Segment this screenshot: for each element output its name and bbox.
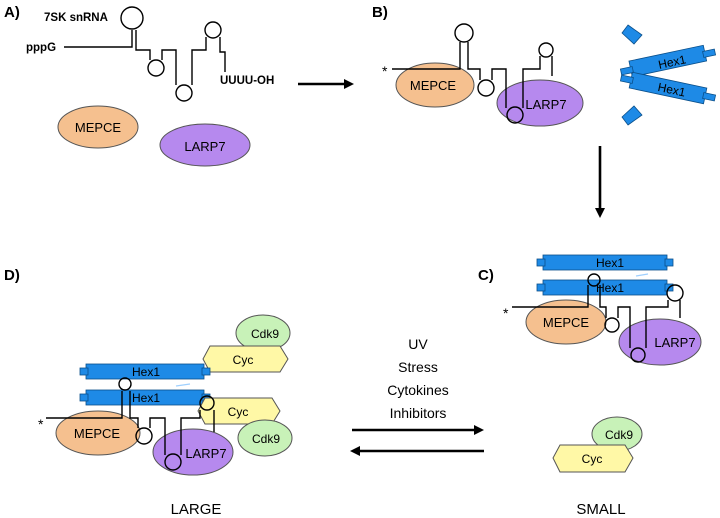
larp7-protein-a: LARP7: [159, 123, 251, 167]
cyclin-label-large-bottom: Cyc: [228, 405, 249, 419]
panel-label-b: B): [372, 4, 388, 21]
signal-stress: Stress: [398, 359, 438, 375]
signal-inhibitors: Inhibitors: [390, 405, 447, 421]
cdk9-label-large-top: Cdk9: [251, 327, 279, 341]
hexim-dimer-c: Hex1 Hex1: [536, 254, 674, 296]
mepce-label-d: MEPCE: [74, 426, 121, 441]
arrow-small-to-large: [350, 446, 484, 456]
cdk9-label-large-bottom: Cdk9: [252, 432, 280, 446]
larp7-label-a: LARP7: [184, 139, 225, 154]
panel-label-d: D): [4, 267, 20, 284]
larp7-protein-d: LARP7: [152, 428, 234, 476]
complex-label-large: LARGE: [171, 501, 222, 518]
panel-label-a: A): [4, 4, 20, 21]
rna-five-prime-label: pppG: [26, 42, 56, 54]
rna-structure-c: [512, 273, 684, 363]
signal-list: UV Stress Cytokines Inhibitors: [387, 336, 448, 421]
hexim-label-d-bottom: Hex1: [132, 391, 160, 405]
hexim-label-b-bottom: Hex1: [657, 80, 688, 100]
larp7-label-d: LARP7: [185, 446, 226, 461]
mepce-label-c: MEPCE: [543, 315, 590, 330]
hexim-label-d-top: Hex1: [132, 365, 160, 379]
cap-mark-b: *: [382, 63, 388, 79]
cdk9-protein-large-bottom: Cdk9: [237, 419, 293, 457]
cyclin-protein-large-top: Cyc: [202, 345, 289, 373]
cdk9-label-small: Cdk9: [605, 428, 633, 442]
arrow-a-to-b: [298, 79, 354, 89]
mepce-protein-b: MEPCE: [395, 62, 475, 108]
larp7-label-b: LARP7: [525, 97, 566, 112]
arrow-b-to-c: [595, 146, 605, 218]
rna-structure-a: [64, 6, 226, 102]
cyclin-protein-small: Cyc: [552, 444, 634, 473]
signal-cytokines: Cytokines: [387, 382, 448, 398]
hexim-dimer-b: Hex1 Hex1: [619, 24, 717, 126]
mepce-label-b: MEPCE: [410, 78, 457, 93]
cdk9-protein-large-top: Cdk9: [235, 314, 291, 352]
cyclin-label-small: Cyc: [582, 452, 603, 466]
rna-structure-b: [392, 23, 554, 124]
panel-label-c: C): [478, 267, 494, 284]
mepce-protein-a: MEPCE: [57, 105, 139, 149]
larp7-protein-c: LARP7: [618, 318, 702, 366]
cyclin-label-large-top: Cyc: [233, 353, 254, 367]
complex-label-small: SMALL: [576, 501, 625, 518]
rna-name-label: 7SK snRNA: [44, 12, 108, 24]
larp7-label-c: LARP7: [654, 335, 695, 350]
cap-mark-c: *: [503, 305, 509, 321]
mepce-protein-d: MEPCE: [55, 410, 141, 456]
rna-structure-d: [46, 377, 215, 471]
larp7-protein-b: LARP7: [496, 79, 584, 127]
hexim-label-c-top: Hex1: [596, 256, 624, 270]
rna-three-prime-label: UUUU-OH: [220, 75, 274, 87]
cap-mark-d: *: [38, 416, 44, 432]
arrow-large-to-small: [352, 425, 484, 435]
mepce-label-a: MEPCE: [75, 120, 122, 135]
hexim-dimer-d: Hex1 Hex1: [79, 363, 211, 406]
hexim-label-b-top: Hex1: [657, 52, 688, 72]
hexim-label-c-bottom: Hex1: [596, 281, 624, 295]
mepce-protein-c: MEPCE: [525, 299, 607, 345]
signal-uv: UV: [408, 336, 428, 352]
